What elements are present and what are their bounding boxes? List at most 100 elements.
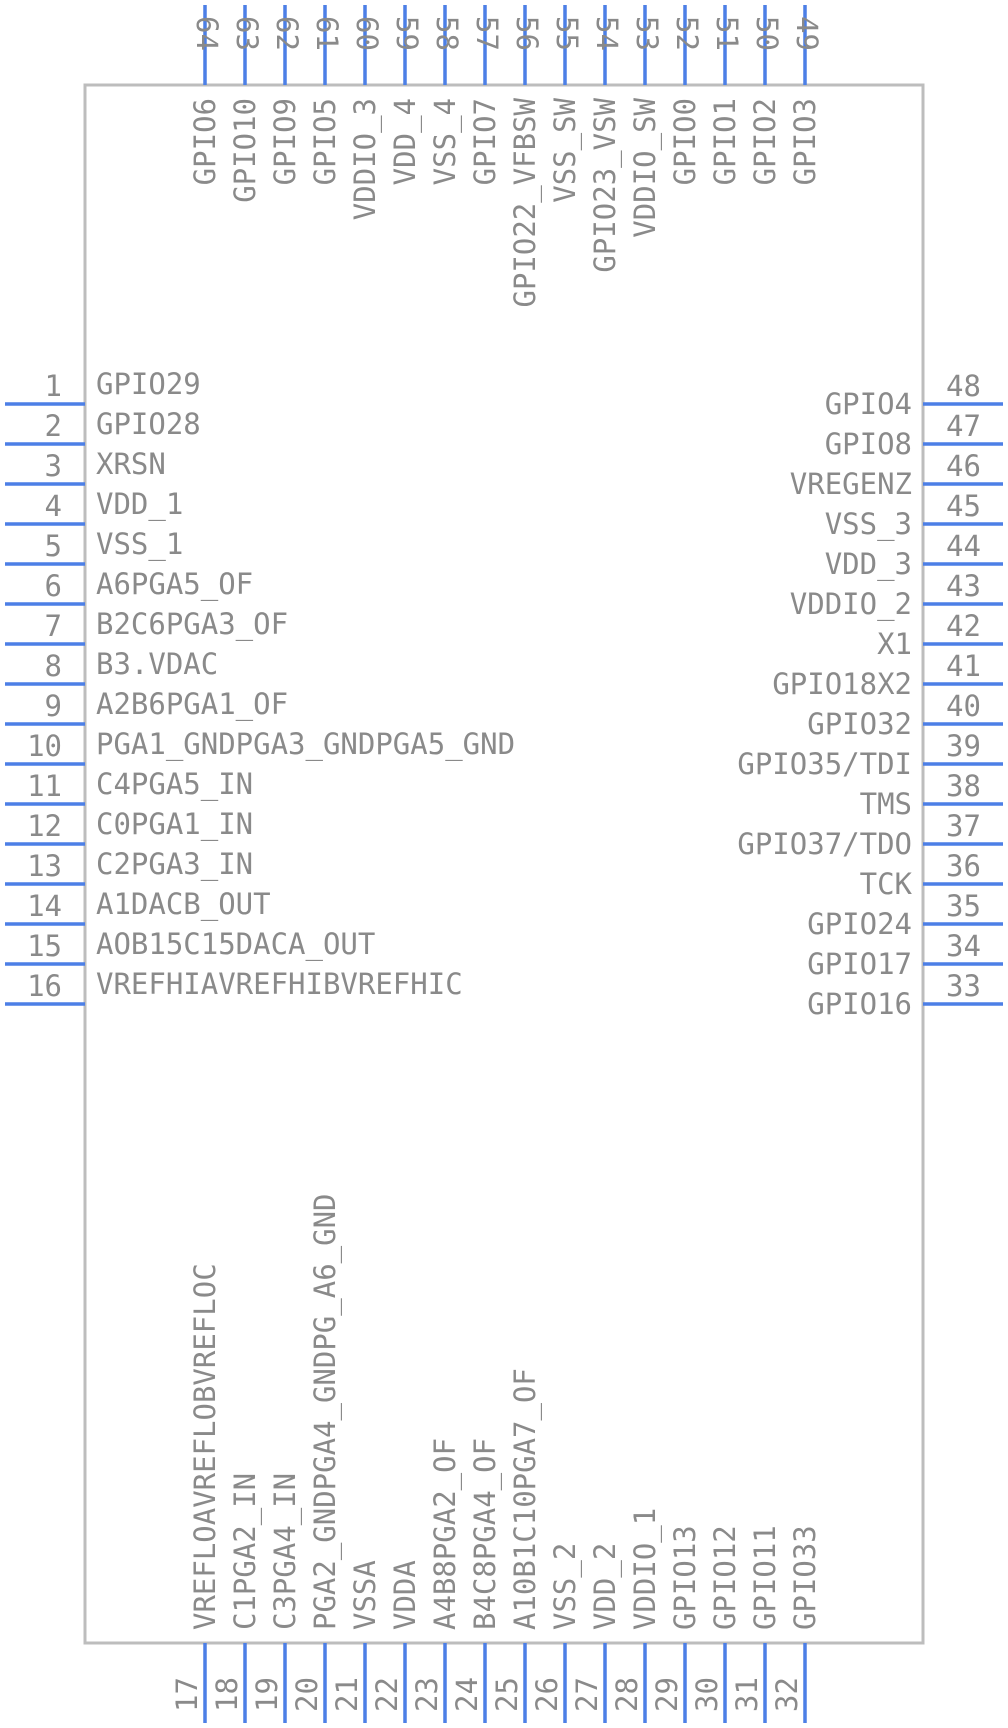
pin-57-number: 57 — [470, 16, 504, 51]
pin-28-number: 28 — [610, 1677, 644, 1712]
pin-31-number: 31 — [730, 1677, 764, 1712]
pin-17-number: 17 — [170, 1677, 204, 1712]
pin-39-label: GPIO35/TDI — [737, 747, 912, 781]
pin-51-label: GPIO1 — [708, 98, 742, 185]
pin-22-number: 22 — [370, 1677, 404, 1712]
pin-60-number: 60 — [350, 16, 384, 51]
pin-3-number: 3 — [45, 449, 62, 483]
pin-13-label: C2PGA3_IN — [96, 847, 253, 882]
pin-43-number: 43 — [946, 569, 981, 603]
pin-36-number: 36 — [946, 849, 981, 883]
pin-14-label: A1DACB_OUT — [96, 887, 271, 922]
pin-55-number: 55 — [550, 16, 584, 51]
pin-32-number: 32 — [770, 1677, 804, 1712]
pin-62-number: 62 — [270, 16, 304, 51]
pin-37-number: 37 — [946, 809, 981, 843]
pin-30-label: GPIO12 — [708, 1525, 742, 1630]
pin-19-label: C3PGA4_IN — [268, 1473, 303, 1630]
pin-8-number: 8 — [45, 649, 62, 683]
pin-5-label: VSS_1 — [96, 527, 183, 562]
pin-9-number: 9 — [45, 689, 62, 723]
pin-29-number: 29 — [650, 1677, 684, 1712]
pin-47-label: GPIO8 — [825, 427, 912, 461]
pin-44-label: VDD_3 — [825, 547, 912, 582]
pin-27-number: 27 — [570, 1677, 604, 1712]
pin-17-label: VREFLOAVREFLOBVREFLOC — [188, 1263, 222, 1630]
pin-4-label: VDD_1 — [96, 487, 183, 522]
pin-34-number: 34 — [946, 929, 981, 963]
pin-24-label: B4C8PGA4_OF — [468, 1438, 503, 1630]
pin-58-number: 58 — [430, 16, 464, 51]
pin-55-label: VSS_SW — [548, 97, 583, 202]
pin-58-label: VSS_4 — [428, 98, 463, 185]
pin-21-number: 21 — [330, 1677, 364, 1712]
pin-18-label: C1PGA2_IN — [228, 1473, 263, 1630]
pin-11-label: C4PGA5_IN — [96, 767, 253, 802]
pin-64-number: 64 — [190, 16, 224, 51]
pin-2-label: GPIO28 — [96, 407, 201, 441]
pin-3-label: XRSN — [96, 447, 166, 481]
pin-7-label: B2C6PGA3_OF — [96, 607, 288, 642]
pin-41-number: 41 — [946, 649, 981, 683]
pin-25-label: A10B1C10PGA7_OF — [508, 1368, 543, 1630]
pin-59-number: 59 — [390, 16, 424, 51]
pin-23-number: 23 — [410, 1677, 444, 1712]
pin-56-label: GPIO22_VFBSW — [508, 97, 543, 307]
pin-1-label: GPIO29 — [96, 367, 201, 401]
pin-48-label: GPIO4 — [825, 387, 912, 421]
pin-47-number: 47 — [946, 409, 981, 443]
pin-21-label: VSSA — [348, 1560, 382, 1630]
pin-46-number: 46 — [946, 449, 981, 483]
pin-6-number: 6 — [45, 569, 62, 603]
pin-50-number: 50 — [750, 16, 784, 51]
pin-45-number: 45 — [946, 489, 981, 523]
pin-22-label: VDDA — [388, 1560, 422, 1630]
pin-32-label: GPIO33 — [788, 1525, 822, 1630]
pin-64-label: GPIO6 — [188, 98, 222, 185]
pin-61-number: 61 — [310, 16, 344, 51]
pin-11-number: 11 — [27, 769, 62, 803]
pin-27-label: VDD_2 — [588, 1543, 623, 1630]
pin-42-number: 42 — [946, 609, 981, 643]
pin-10-label: PGA1_GNDPGA3_GNDPGA5_GND — [96, 727, 515, 762]
pin-38-number: 38 — [946, 769, 981, 803]
pin-36-label: TCK — [860, 867, 913, 901]
pin-18-number: 18 — [210, 1677, 244, 1712]
pin-38-label: TMS — [860, 787, 912, 821]
pin-24-number: 24 — [450, 1677, 484, 1712]
pin-39-number: 39 — [946, 729, 981, 763]
pin-43-label: VDDIO_2 — [790, 587, 912, 622]
pin-44-number: 44 — [946, 529, 981, 563]
pin-1-number: 1 — [45, 369, 62, 403]
pin-5-number: 5 — [45, 529, 62, 563]
pin-33-label: GPIO16 — [807, 987, 912, 1021]
pin-57-label: GPIO7 — [468, 98, 502, 185]
pin-40-number: 40 — [946, 689, 981, 723]
pin-54-number: 54 — [590, 16, 624, 51]
pin-16-number: 16 — [27, 969, 62, 1003]
pin-23-label: A4B8PGA2_OF — [428, 1438, 463, 1630]
pin-26-label: VSS_2 — [548, 1543, 583, 1630]
pin-52-number: 52 — [670, 16, 704, 51]
pin-49-label: GPIO3 — [788, 98, 822, 185]
pin-8-label: B3.VDAC — [96, 647, 218, 681]
pin-26-number: 26 — [530, 1677, 564, 1712]
pin-53-number: 53 — [630, 16, 664, 51]
pin-60-label: VDDIO_3 — [348, 98, 383, 220]
pin-62-label: GPIO9 — [268, 98, 302, 185]
pin-20-number: 20 — [290, 1677, 324, 1712]
pin-49-number: 49 — [790, 16, 824, 51]
pin-33-number: 33 — [946, 969, 981, 1003]
pin-4-number: 4 — [45, 489, 62, 523]
pin-6-label: A6PGA5_OF — [96, 567, 253, 602]
pin-54-label: GPIO23_VSW — [588, 97, 623, 272]
pin-20-label: PGA2_GNDPGA4_GNDPG_A6_GND — [308, 1194, 343, 1631]
pin-9-label: A2B6PGA1_OF — [96, 687, 288, 722]
pin-14-number: 14 — [27, 889, 62, 923]
pin-30-number: 30 — [690, 1677, 724, 1712]
pin-52-label: GPIO0 — [668, 98, 702, 185]
pin-25-number: 25 — [490, 1677, 524, 1712]
pin-13-number: 13 — [27, 849, 62, 883]
